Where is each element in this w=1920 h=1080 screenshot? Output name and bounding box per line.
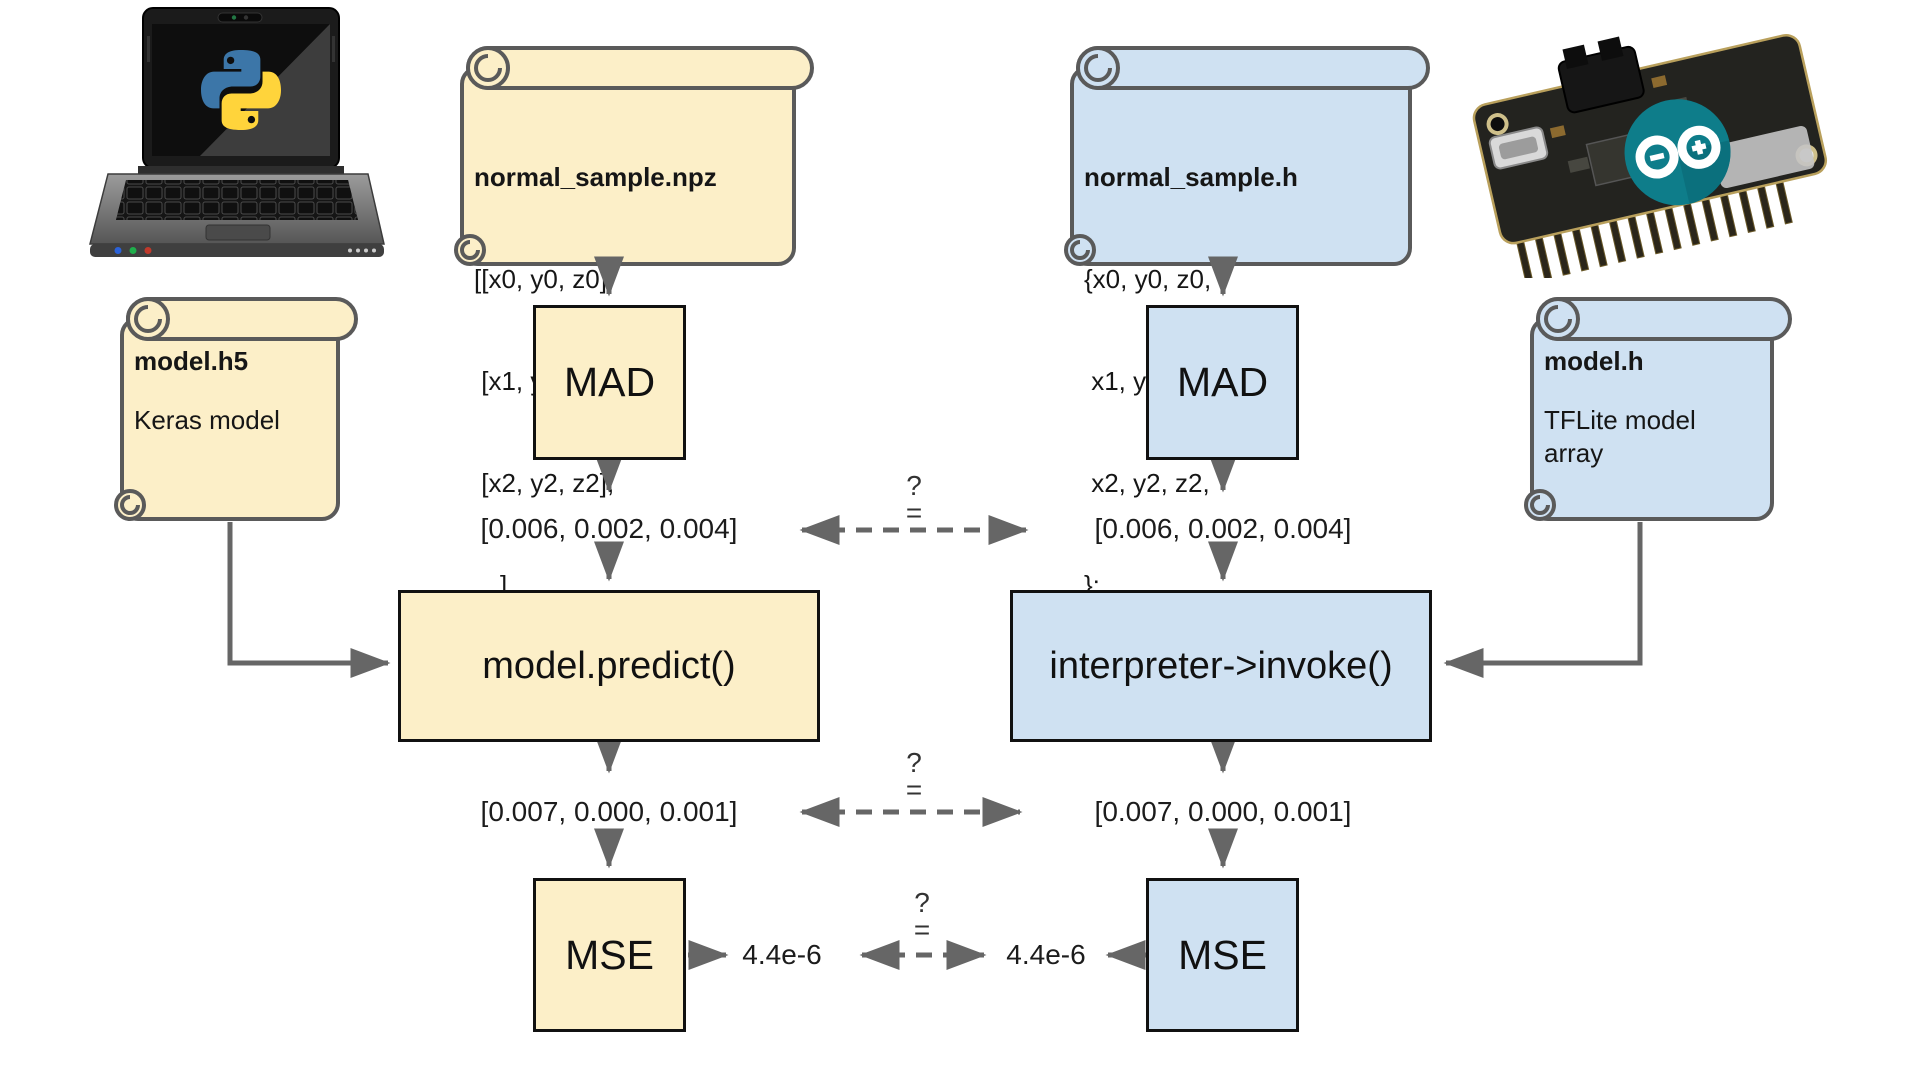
mse-value-right: 4.4e-6 — [1006, 939, 1086, 970]
mse-box-left: MSE — [533, 878, 686, 1032]
arduino-feather-board-image — [1472, 33, 1828, 278]
question-mark: ? — [914, 887, 930, 918]
arrow-model-h-to-invoke — [1443, 522, 1643, 678]
mad-output-left: [0.006, 0.002, 0.004] — [480, 513, 738, 544]
arrow-model-h5-to-predict — [227, 522, 391, 678]
mse-box-right: MSE — [1146, 878, 1299, 1032]
h-scroll-title: normal_sample.h — [1084, 162, 1298, 192]
equals-sign: = — [905, 497, 923, 528]
interpreter-invoke-box: interpreter->invoke() — [1010, 590, 1432, 742]
python-laptop-image — [89, 7, 385, 257]
h-scroll-line: x2, y2, z2, — [1084, 468, 1210, 498]
mse-value-left: 4.4e-6 — [742, 939, 822, 970]
scroll-model-h: model.h TFLite model array — [1518, 293, 1794, 525]
interpreter-invoke-label: interpreter->invoke() — [1049, 644, 1393, 687]
mad-output-right: [0.006, 0.002, 0.004] — [1094, 513, 1352, 544]
python-logo-icon — [201, 50, 281, 130]
header-pins — [1515, 176, 1793, 278]
mad-box-left: MAD — [533, 305, 686, 460]
equals-sign: = — [913, 914, 931, 945]
equal-question-inference: ? = — [905, 747, 923, 805]
inference-output-left: [0.007, 0.000, 0.001] — [480, 796, 738, 827]
question-mark: ? — [906, 470, 922, 501]
question-mark: ? — [906, 747, 922, 778]
model-h5-title: model.h5 — [134, 346, 249, 376]
equal-question-mse: ? = — [913, 887, 931, 945]
equal-question-mad: ? = — [905, 470, 923, 528]
model-h-body: TFLite model array — [1544, 405, 1696, 468]
h-scroll-line: {x0, y0, z0, — [1084, 264, 1212, 294]
mad-box-left-label: MAD — [563, 359, 656, 405]
mad-box-right-label: MAD — [1176, 359, 1269, 405]
model-predict-box: model.predict() — [398, 590, 820, 742]
model-predict-label: model.predict() — [482, 644, 736, 687]
scroll-model-h5: model.h5 Keras model — [108, 293, 360, 525]
equals-sign: = — [905, 774, 923, 805]
mad-box-right: MAD — [1146, 305, 1299, 460]
model-h-title: model.h — [1544, 346, 1644, 376]
npz-scroll-title: normal_sample.npz — [474, 162, 717, 192]
arduino-logo-icon — [1624, 99, 1731, 206]
mse-box-left-label: MSE — [565, 931, 654, 978]
inference-output-right: [0.007, 0.000, 0.001] — [1094, 796, 1352, 827]
model-h5-body: Keras model — [134, 405, 280, 435]
mse-box-right-label: MSE — [1178, 931, 1267, 978]
